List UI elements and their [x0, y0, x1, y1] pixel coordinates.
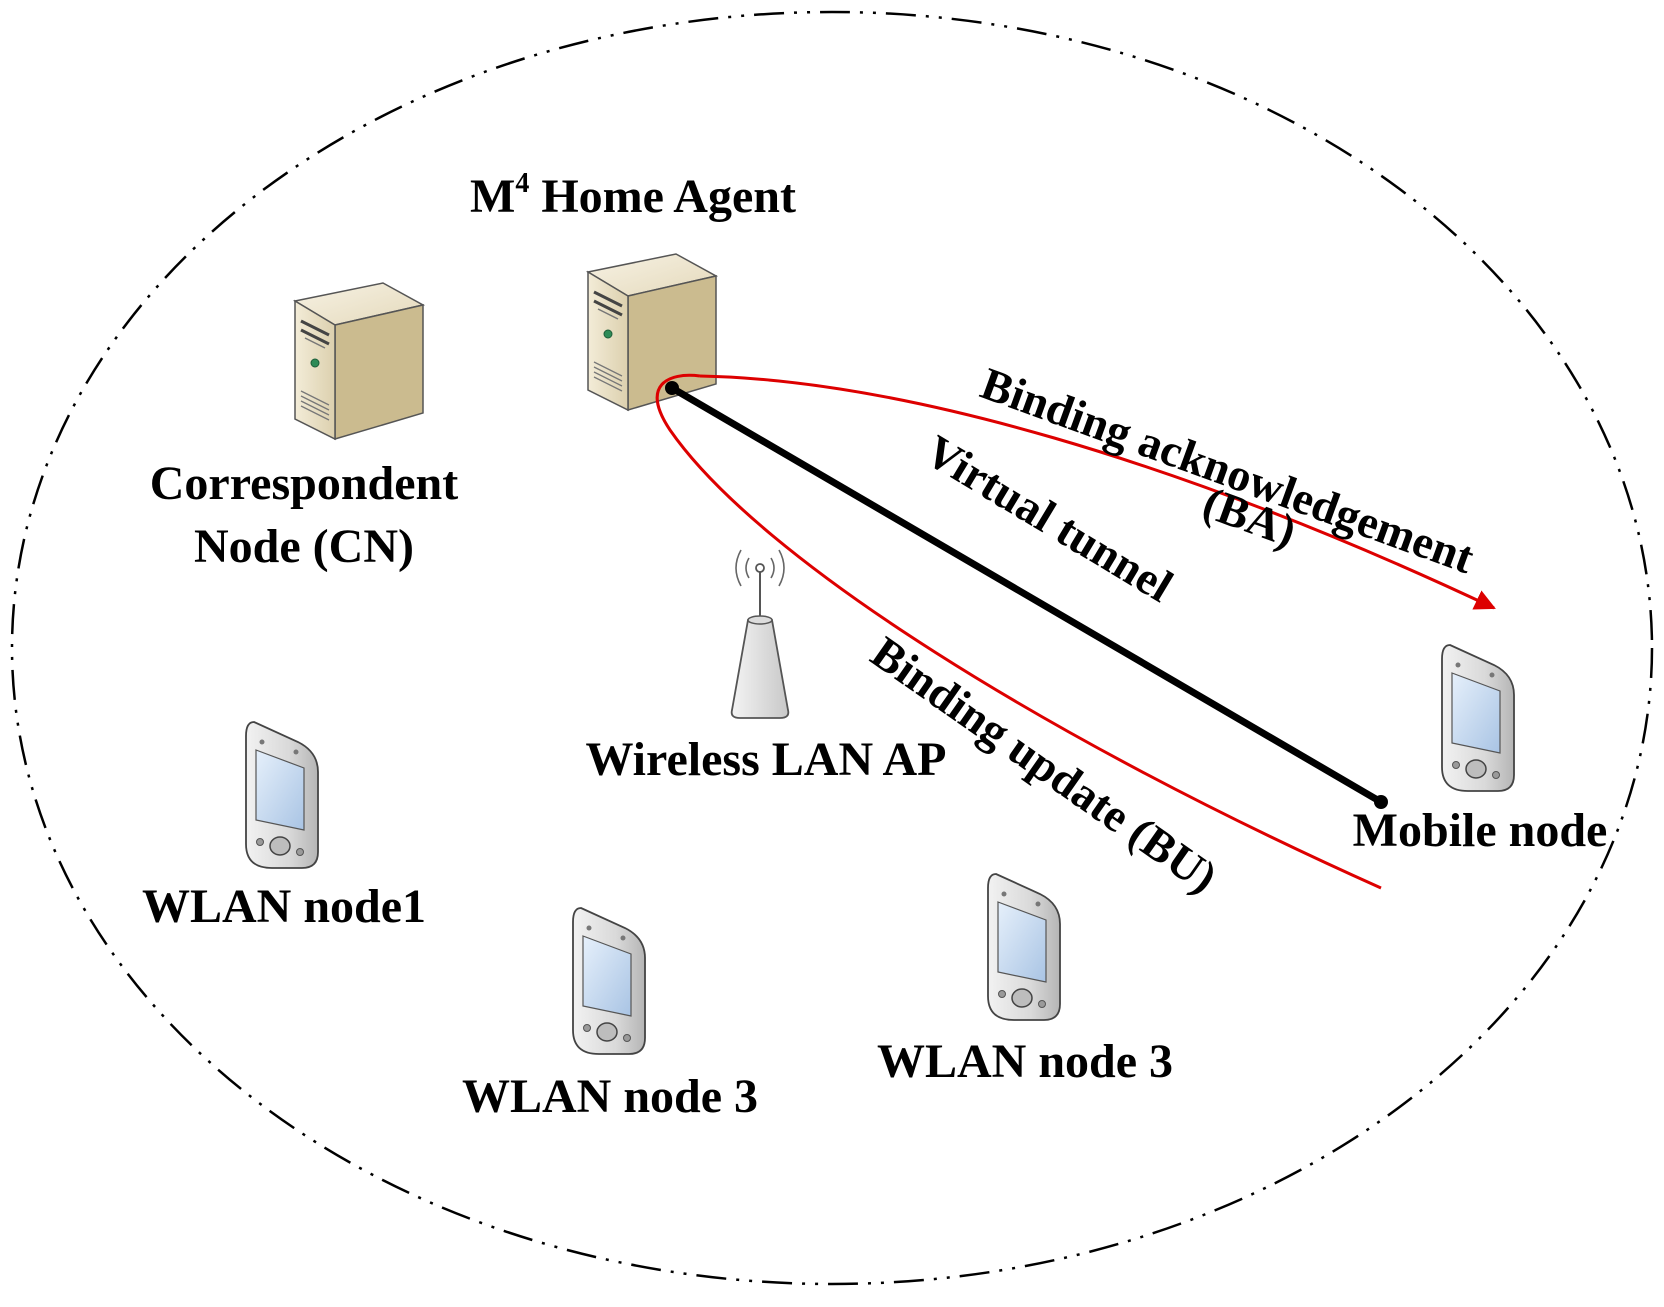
- binding-ack-label-line1: Binding acknowledgement: [975, 357, 1482, 583]
- binding-ack-arrow: [699, 374, 1496, 610]
- correspondent-label-line2: Node (CN): [194, 520, 414, 573]
- wlan-node3-right-pda-icon: [987, 873, 1061, 1021]
- wireless-antenna-icon: [730, 549, 790, 719]
- wlan-node1-pda-icon: [245, 721, 319, 869]
- access-point-label: Wireless LAN AP: [586, 733, 947, 786]
- network-boundary-ellipse: [10, 10, 1654, 1286]
- correspondent-label-line1: Correspondent: [150, 457, 458, 510]
- wlan-node1-label: WLAN node1: [142, 880, 426, 933]
- tunnel-endpoint-home: [665, 381, 679, 395]
- wlan-node3-left-pda-icon: [572, 907, 646, 1055]
- tunnel-endpoint-mobile: [1374, 795, 1388, 809]
- correspondent-server-icon: [293, 281, 425, 441]
- home-agent-server-icon: [586, 252, 718, 412]
- binding-update-path: [655, 373, 1382, 890]
- home-agent-label: M4 Home Agent: [470, 168, 796, 223]
- virtual-tunnel-line: [670, 384, 1383, 806]
- mobile-node-label: Mobile node: [1353, 804, 1608, 857]
- mobile-node-pda-icon: [1441, 644, 1515, 792]
- wlan-node3-left-label: WLAN node 3: [462, 1070, 758, 1123]
- wlan-node3-right-label: WLAN node 3: [877, 1035, 1173, 1088]
